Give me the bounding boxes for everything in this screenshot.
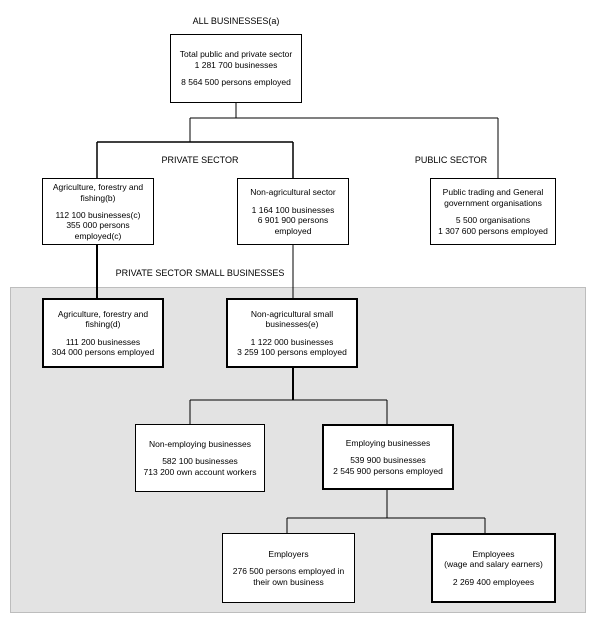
employers-box: Employers 276 500 persons employed in th… <box>222 533 355 603</box>
employees-title: Employees <box>472 548 515 559</box>
nonagri-box: Non-agricultural sector 1 164 100 busine… <box>237 178 349 245</box>
nonagri-small-persons: 3 259 100 persons employed <box>237 347 347 357</box>
employing-title: Employing businesses <box>345 437 431 448</box>
public-orgs: 5 500 organisations <box>455 215 531 225</box>
employers-title: Employers <box>268 548 309 559</box>
nonagri-small-box: Non-agricultural small businesses(e) 1 1… <box>226 298 358 368</box>
nonemploying-box: Non-employing businesses 582 100 busines… <box>135 424 265 492</box>
employers-persons: 276 500 persons employed in their own bu… <box>232 566 345 587</box>
private-small-heading: PRIVATE SECTOR SMALL BUSINESSES <box>115 268 285 278</box>
total-persons: 8 564 500 persons employed <box>181 77 291 88</box>
employing-persons: 2 545 900 persons employed <box>333 465 443 476</box>
public-persons: 1 307 600 persons employed <box>438 225 548 236</box>
nonagri-persons: 6 901 900 persons employed <box>257 215 329 236</box>
employing-businesses: 539 900 businesses <box>350 455 426 466</box>
agri-businesses: 112 100 businesses(c) <box>55 209 141 220</box>
public-title: Public trading and General government or… <box>442 187 544 208</box>
agri-small-persons: 304 000 persons employed <box>51 347 155 357</box>
public-box: Public trading and General government or… <box>430 178 556 245</box>
nonemploying-title: Non-employing businesses <box>148 438 252 449</box>
total-title: Total public and private sector <box>179 49 293 60</box>
nonagri-small-businesses: 1 122 000 businesses <box>250 336 334 347</box>
agri-persons: 355 000 persons employed(c) <box>66 220 130 241</box>
employees-subtitle: (wage and salary earners) <box>444 559 543 570</box>
agri-small-title: Agriculture, forestry and fishing(d) <box>57 308 149 330</box>
employees-box: Employees (wage and salary earners) 2 26… <box>431 533 556 603</box>
private-sector-heading: PRIVATE SECTOR <box>161 155 239 165</box>
nonemploying-workers: 713 200 own account workers <box>143 466 257 477</box>
public-sector-heading: PUBLIC SECTOR <box>414 155 488 165</box>
agri-small-businesses: 111 200 businesses <box>65 336 141 347</box>
total-businesses: 1 281 700 businesses <box>194 59 278 70</box>
nonagri-small-title: Non-agricultural small businesses(e) <box>250 308 334 330</box>
agri-box: Agriculture, forestry and fishing(b) 112… <box>42 178 154 245</box>
employing-box: Employing businesses 539 900 businesses … <box>322 424 454 490</box>
nonemploying-businesses: 582 100 businesses <box>162 456 238 467</box>
nonagri-title: Non-agricultural sector <box>250 187 336 197</box>
total-sector-box: Total public and private sector 1 281 70… <box>170 34 302 103</box>
agri-title: Agriculture, forestry and fishing(b) <box>52 182 144 203</box>
nonagri-businesses: 1 164 100 businesses <box>251 204 335 215</box>
all-businesses-heading: ALL BUSINESSES(a) <box>192 16 280 26</box>
employees-count: 2 269 400 employees <box>452 576 535 587</box>
agri-small-box: Agriculture, forestry and fishing(d) 111… <box>42 298 164 368</box>
